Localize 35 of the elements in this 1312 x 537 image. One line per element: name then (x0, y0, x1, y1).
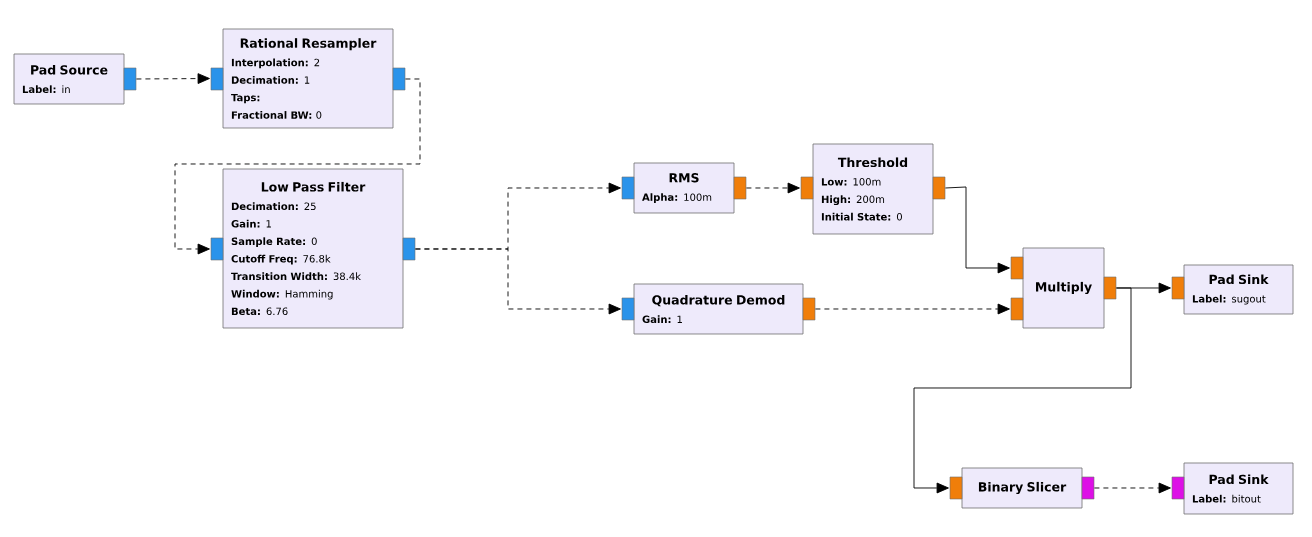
flowgraph-block: Rational Resampler Interpolation: 2 Decimation: 1 Taps: Fractional BW: 0 (222, 28, 394, 129)
arrow (414, 248, 621, 315)
node-label: Low Pass Filter (261, 181, 366, 192)
node-label: Initial State: 0 (821, 212, 902, 221)
flowgraph-block: Pad Source Label: in (13, 53, 125, 105)
node-label: Fractional BW: 0 (231, 111, 322, 119)
node-label: Rational Resampler (240, 38, 377, 51)
arrow (174, 78, 421, 255)
flowgraph-block: Quadrature Demod Gain: 1 (633, 283, 804, 335)
arrow (913, 287, 1132, 494)
node-label: Decimation: 25 (231, 202, 316, 211)
flowgraph-block: Binary Slicer (961, 467, 1083, 509)
flowgraph-block: Pad Sink Label: bitout (1183, 462, 1294, 515)
node-label: Decimation: 1 (231, 76, 310, 84)
node-label: Cutoff Freq: 76.8k (231, 254, 331, 265)
flowgraph-block: RMS Alpha: 100m (633, 162, 735, 214)
flowgraph-block: Threshold Low: 100m High: 200m Initial State: 0 (812, 143, 934, 235)
node-label: Threshold (837, 157, 908, 168)
arrow (135, 73, 210, 84)
flowgraph-block: Pad Sink Label: sugout (1183, 264, 1294, 315)
node-label: High: 200m (821, 195, 885, 206)
node-label: Interpolation: 2 (231, 58, 320, 69)
arrow (1093, 482, 1171, 494)
node-label: Gain: 1 (231, 219, 271, 228)
node-label: Low: 100m (821, 177, 881, 186)
arrow (745, 182, 800, 194)
arrow (814, 303, 1010, 315)
node-label: Window: Hamming (231, 289, 333, 300)
flowgraph-block: Multiply (1022, 247, 1105, 329)
node-label: Sample Rate: 0 (231, 237, 317, 248)
flowgraph-block: Low Pass Filter Decimation: 25 Gain: 1 Sample Rate: 0 Cutoff Freq: 76.8k Transition Width: 38.4k Window: Hamming Beta: 6.76 (222, 168, 404, 329)
node-label: Taps: (231, 93, 260, 104)
arrow (944, 186, 1010, 274)
node-label: Transition Width: 38.4k (231, 272, 361, 281)
node-label: Beta: 6.76 (231, 307, 288, 316)
